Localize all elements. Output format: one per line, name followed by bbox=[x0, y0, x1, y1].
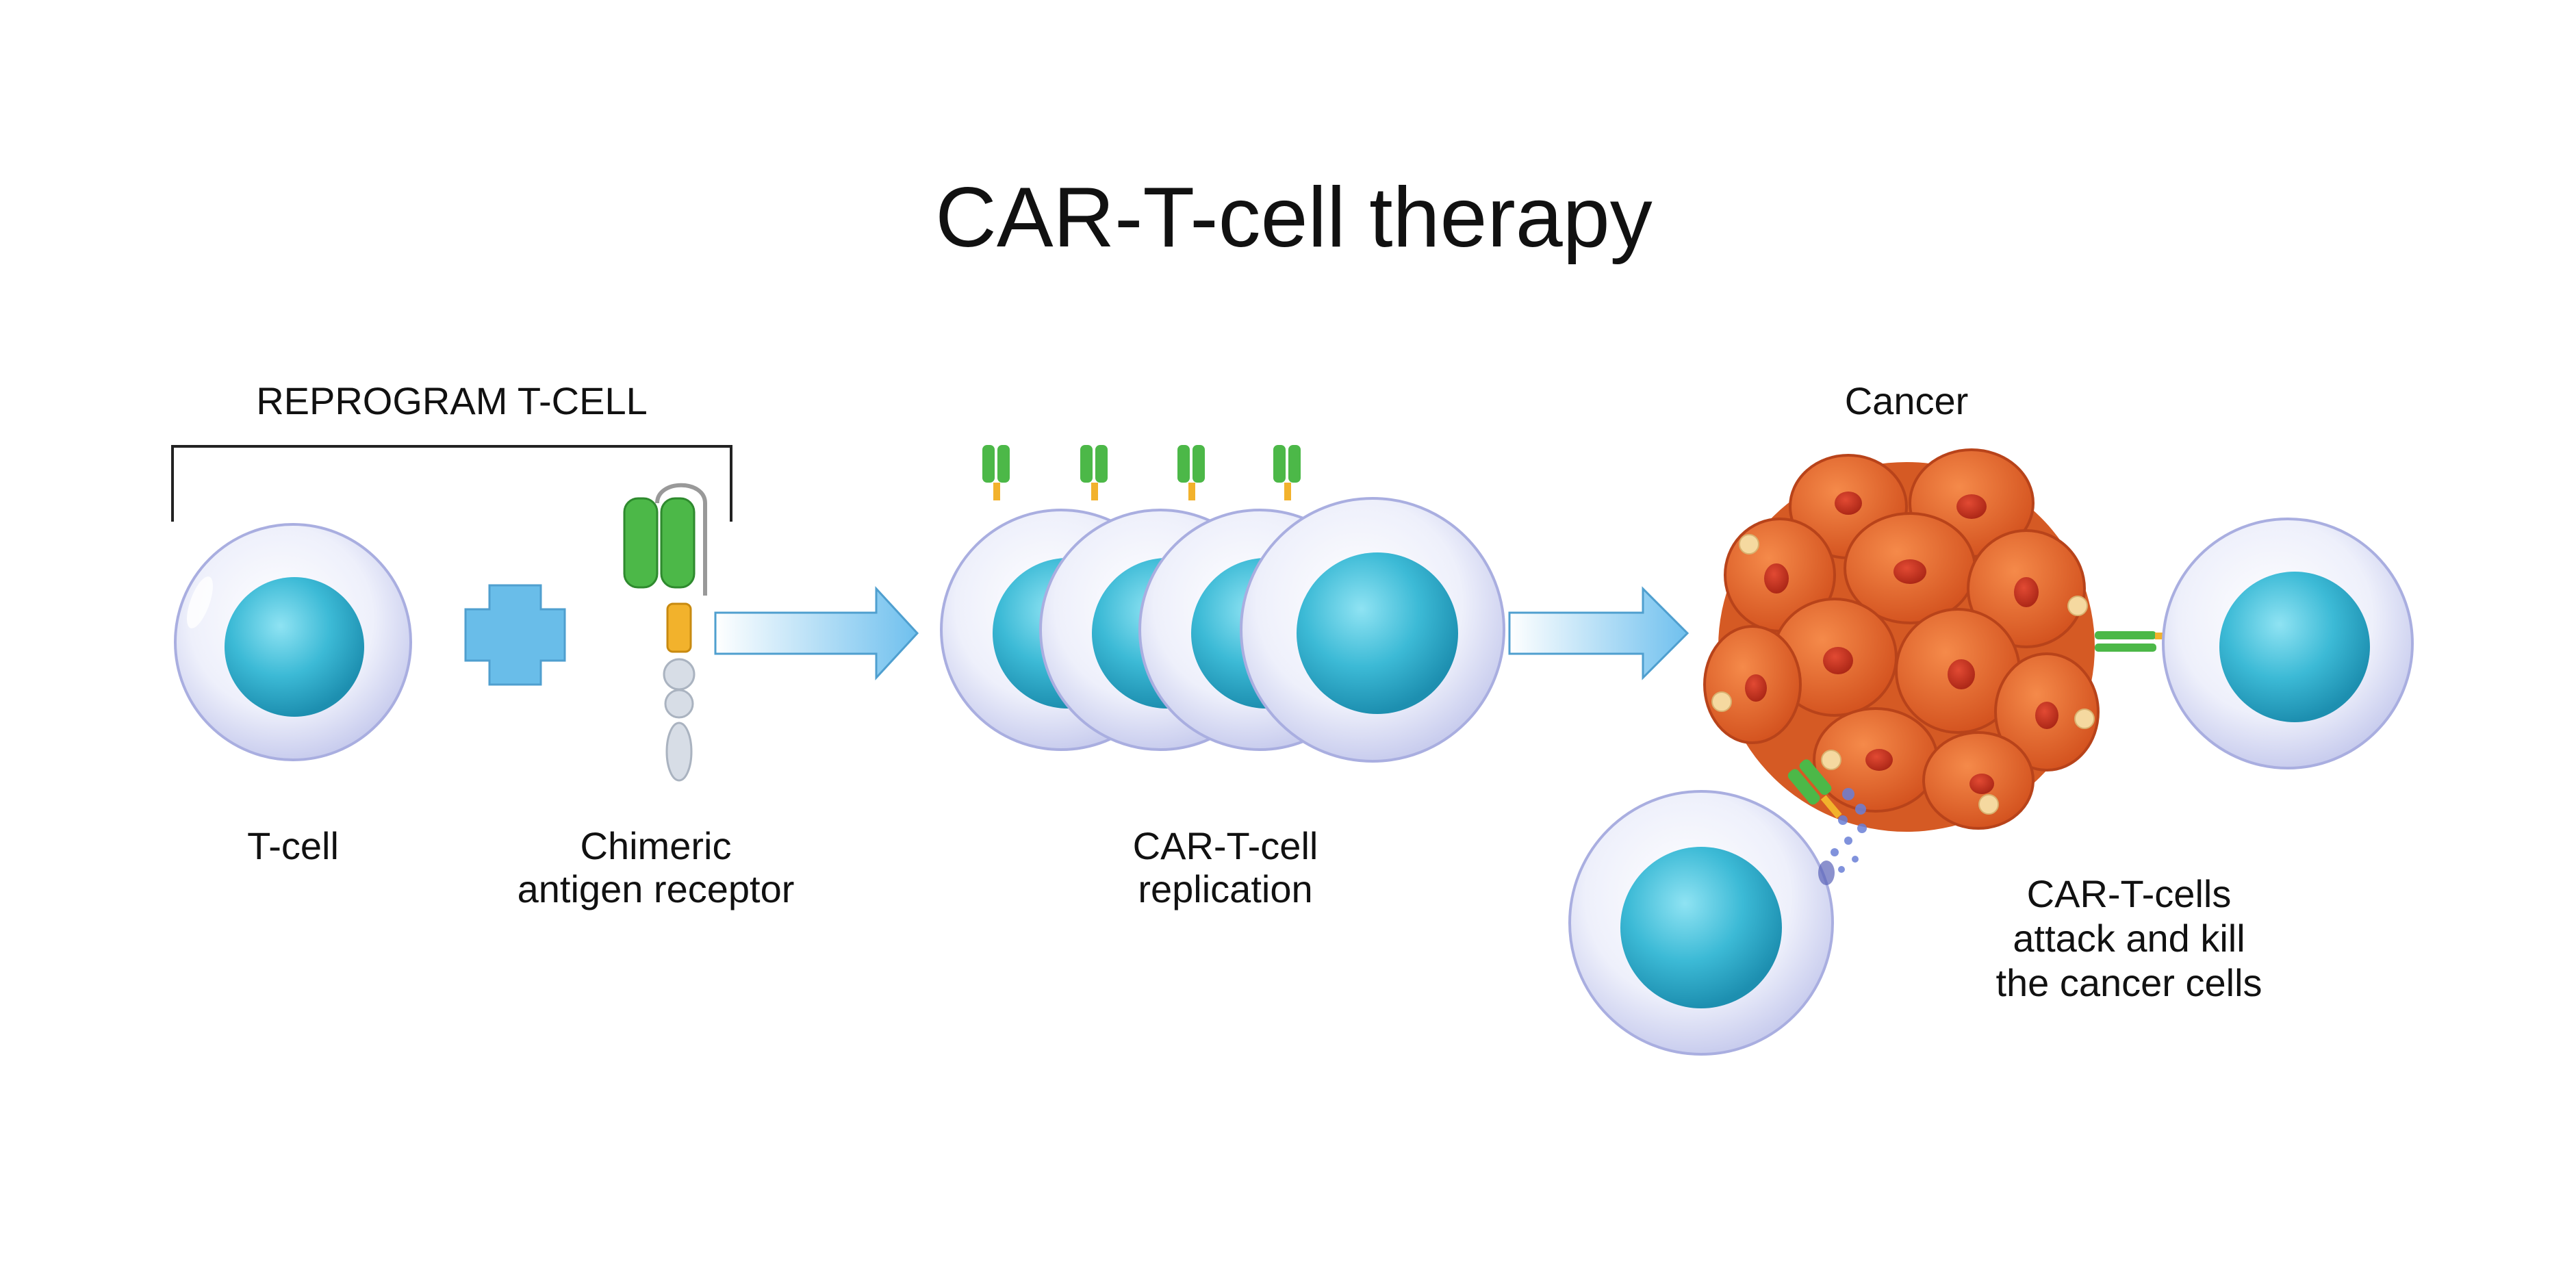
arrow-to-replication bbox=[714, 586, 919, 680]
t-cell-label: T-cell bbox=[247, 824, 339, 867]
car-t-cell-copy bbox=[1240, 445, 1505, 763]
reprogram-bracket bbox=[171, 445, 732, 522]
car-label-line1: Chimeric bbox=[581, 824, 732, 867]
car-t-cell-attacking-bottom bbox=[1568, 759, 1867, 1056]
cancer-label: Cancer bbox=[1845, 379, 1969, 422]
cancer-tumor bbox=[1703, 448, 2100, 832]
t-cell bbox=[174, 523, 412, 761]
cytotoxic-granules bbox=[1831, 788, 1867, 873]
attack-label-line1: CAR-T-cells bbox=[2027, 872, 2232, 915]
t-cell-nucleus bbox=[225, 577, 364, 717]
attack-label-line3: the cancer cells bbox=[1995, 961, 2262, 1004]
arrow-to-cancer bbox=[1508, 586, 1689, 680]
plus-icon bbox=[464, 584, 566, 686]
replication-label-line2: replication bbox=[1138, 867, 1312, 910]
car-t-cell-attacking-right bbox=[2095, 518, 2414, 769]
chimeric-antigen-receptor-icon bbox=[623, 483, 707, 782]
car-t-cell-replication-stack bbox=[940, 445, 1505, 763]
reprogram-label: REPROGRAM T-CELL bbox=[256, 379, 648, 422]
attack-label-line2: attack and kill bbox=[2013, 917, 2245, 960]
car-label-line2: antigen receptor bbox=[518, 867, 795, 910]
replication-label-line1: CAR-T-cell bbox=[1133, 824, 1318, 867]
diagram-title: CAR-T-cell therapy bbox=[935, 170, 1652, 265]
